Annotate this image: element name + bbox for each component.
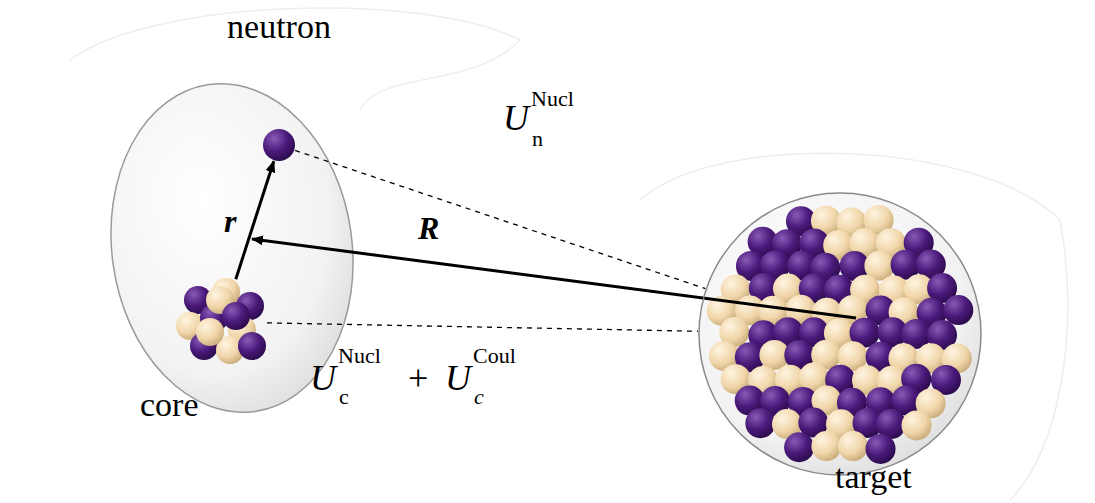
- potential-symbol: U: [503, 100, 529, 136]
- nucleon: [902, 410, 932, 440]
- target-node: target: [698, 192, 982, 476]
- background-outline: [70, 8, 520, 110]
- vector-symbol: r: [224, 205, 236, 237]
- nucleon: [222, 302, 250, 330]
- superscript: Nucl: [338, 345, 381, 367]
- core-nucleons: [176, 278, 266, 364]
- nucleon: [811, 431, 841, 461]
- nucleon: [238, 332, 266, 360]
- node-shape: [698, 192, 982, 476]
- nucleon: [745, 408, 775, 438]
- superscript: Nucl: [531, 88, 574, 110]
- target-outline: [699, 193, 981, 475]
- target-nucleons: [707, 205, 973, 464]
- node-shape: [262, 128, 296, 162]
- node-shape: [177, 277, 267, 367]
- neutron-sphere: [263, 129, 295, 161]
- node-label: core: [140, 388, 199, 422]
- node-label: target: [835, 460, 912, 494]
- core-node: core: [177, 277, 267, 367]
- position-vector: [252, 239, 856, 318]
- potential-symbol: U: [310, 360, 336, 396]
- node-label: neutron: [227, 10, 331, 44]
- subscript: c: [474, 386, 484, 408]
- neutron-node: neutron: [262, 128, 296, 162]
- superscript: Coul: [473, 345, 516, 367]
- plus-sign: +: [408, 360, 428, 396]
- background-outline: [640, 153, 1068, 500]
- nucleon: [838, 431, 868, 461]
- vector-arrow: [236, 161, 274, 279]
- subscript: n: [532, 128, 543, 150]
- vector-symbol: R: [418, 212, 439, 244]
- interaction-line: [267, 323, 698, 331]
- target-halo: [699, 193, 981, 475]
- nucleon: [196, 318, 224, 346]
- potential-symbol: U: [445, 360, 471, 396]
- subscript: c: [339, 386, 349, 408]
- nucleon: [943, 295, 973, 325]
- interaction-line: [295, 150, 705, 288]
- nucleon: [784, 432, 814, 462]
